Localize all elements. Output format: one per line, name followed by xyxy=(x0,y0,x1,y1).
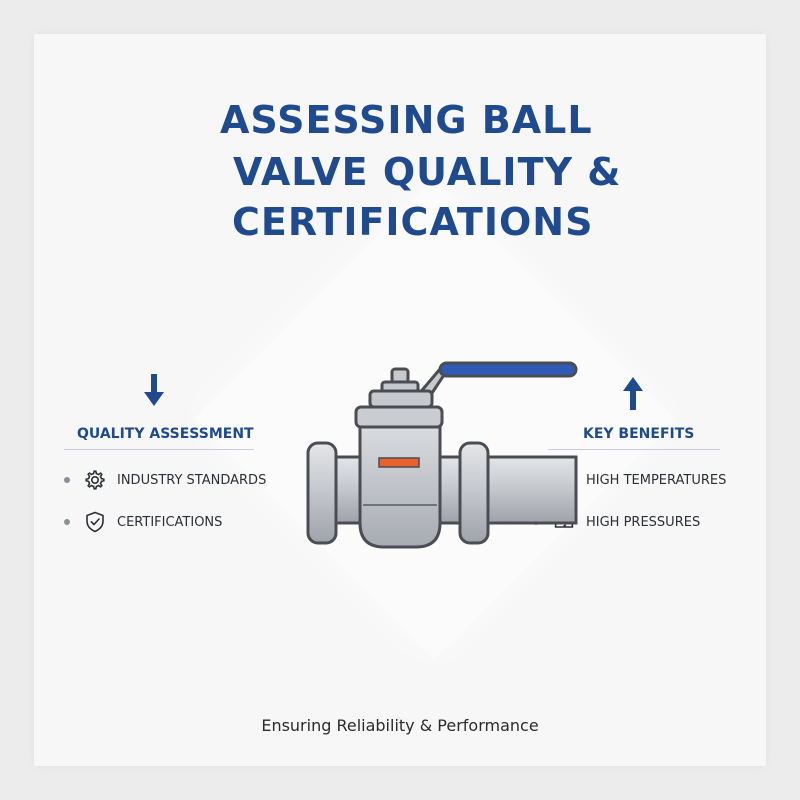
key-benefits-heading: KEY BENEFITS xyxy=(583,426,695,442)
item-label: HIGH TEMPERATURES xyxy=(586,472,727,488)
page-title-line-2: VALVE QUALITY & xyxy=(233,150,622,194)
ball-valve-icon xyxy=(306,361,578,549)
item-label: HIGH PRESSURES xyxy=(586,514,701,530)
arrow-up-icon xyxy=(623,377,643,410)
left-divider xyxy=(64,449,254,450)
gear-icon xyxy=(83,468,107,492)
page-title-line-1: ASSESSING BALL xyxy=(220,98,593,142)
bullet xyxy=(64,477,70,483)
quality-assessment-heading: QUALITY ASSESSMENT xyxy=(77,426,254,442)
footer-tagline: Ensuring Reliability & Performance xyxy=(261,716,539,735)
list-item-certifications: CERTIFICATIONS xyxy=(64,510,222,534)
page-title-line-3: CERTIFICATIONS xyxy=(232,200,594,244)
item-label: CERTIFICATIONS xyxy=(117,514,223,530)
right-divider xyxy=(548,449,720,450)
shield-check-icon xyxy=(83,510,107,534)
bullet xyxy=(64,519,70,525)
arrow-down-icon xyxy=(144,374,164,406)
list-item-industry-standards: INDUSTRY STANDARDS xyxy=(64,468,266,492)
item-label: INDUSTRY STANDARDS xyxy=(117,472,267,488)
